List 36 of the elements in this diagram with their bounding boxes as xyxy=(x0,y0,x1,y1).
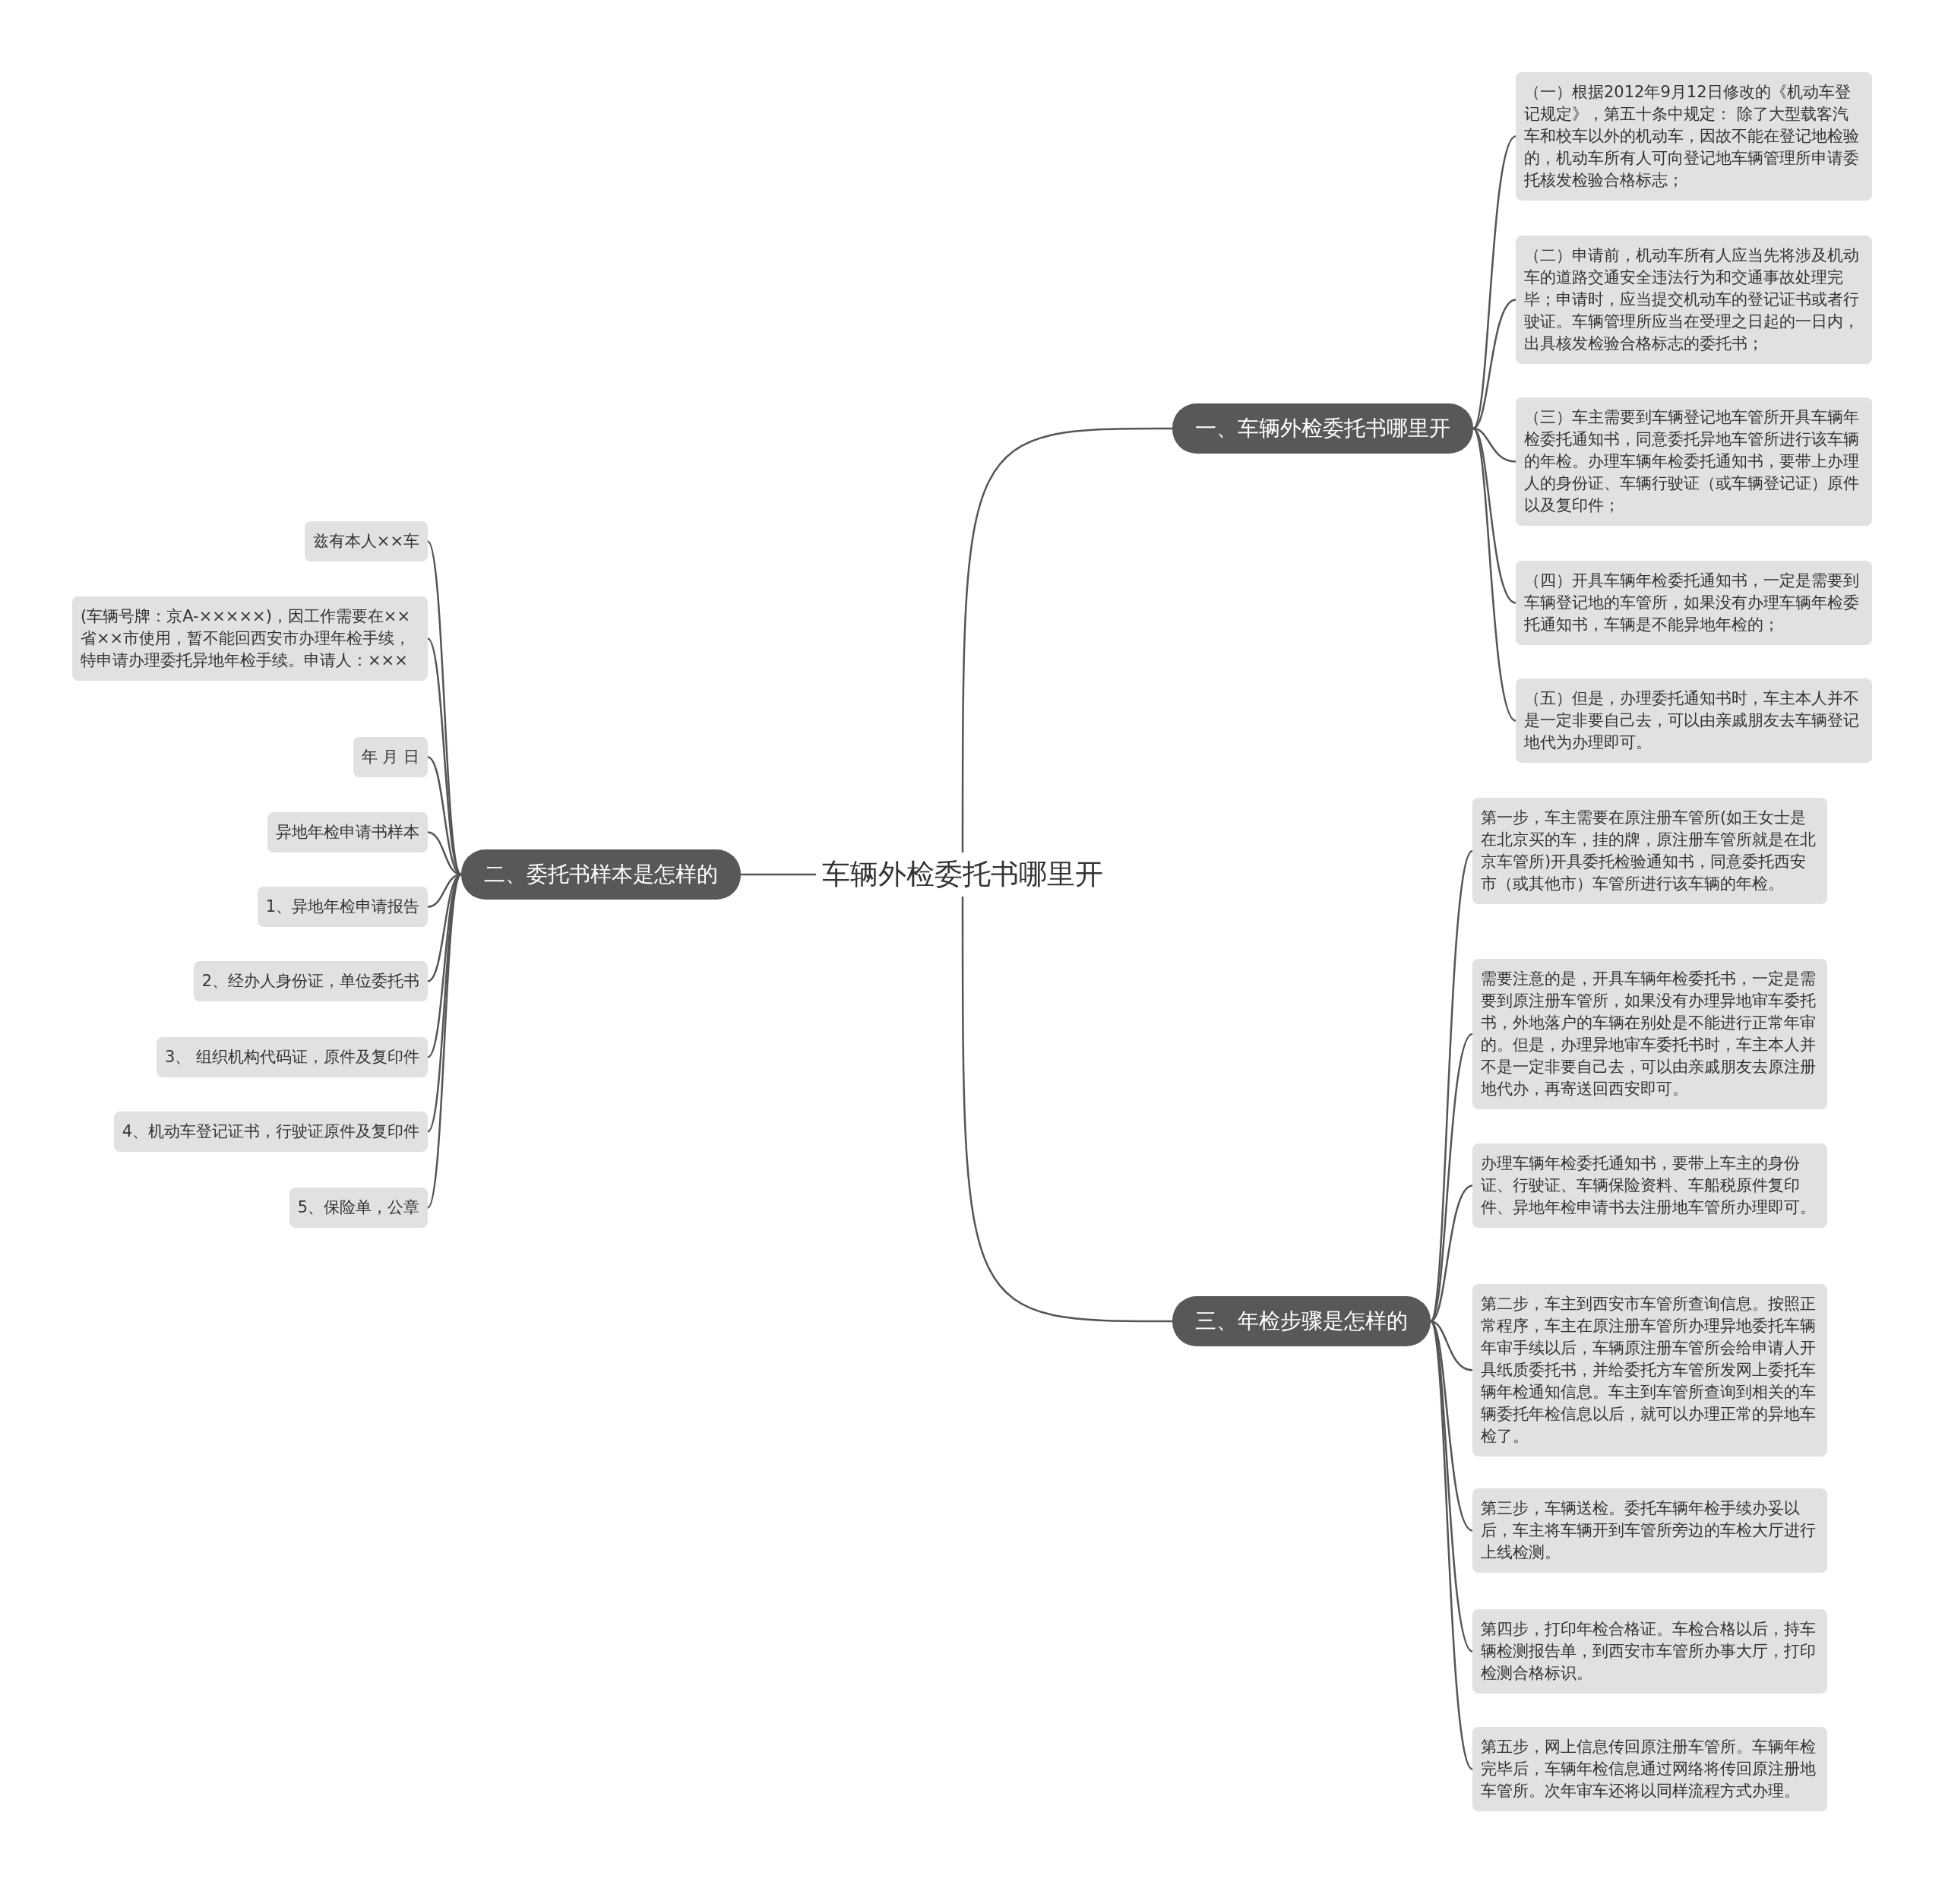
connector-line xyxy=(961,897,1172,1323)
note-box: 兹有本人××车 xyxy=(304,521,428,561)
note-box: 需要注意的是，开具车辆年检委托书，一定是需要到原注册车管所，如果没有办理异地审车委托书，外地落户的车辆在别处是不能进行正常年审的。但是，办理异地审车委托书时，车主本人并不是一定非要自己去，可以由亲戚朋友去原注册地代办，再寄送回西安即可。 xyxy=(1472,959,1827,1109)
branch-topic: 一、车辆外检委托书哪里开 xyxy=(1172,403,1473,454)
note-box: 5、保险单，公章 xyxy=(289,1188,428,1228)
note-box: （二）申请前，机动车所有人应当先将涉及机动车的道路交通安全违法行为和交通事故处理完毕；申请时，应当提交机动车的登记证书或者行驶证。车辆管理所应当在受理之日起的一日内，出具核发检验合格标志的委托书； xyxy=(1516,236,1872,364)
branch-topic: 三、年检步骤是怎样的 xyxy=(1172,1296,1431,1346)
connector-line xyxy=(1472,428,1516,722)
note-box: 第五步，网上信息传回原注册车管所。车辆年检完毕后，车辆年检信息通过网络将传回原注册地车管所。次年审车还将以同样流程方式办理。 xyxy=(1472,1727,1827,1811)
central-topic: 车辆外检委托书哪里开 xyxy=(816,852,1109,897)
branch-topic: 二、委托书样本是怎样的 xyxy=(461,849,741,900)
note-box: 1、异地年检申请报告 xyxy=(257,887,428,927)
note-box: 第一步，车主需要在原注册车管所(如王女士是在北京买的车，挂的牌，原注册车管所就是在北京车管所)开具委托检验通知书，同意委托西安市（或其他市）车管所进行该车辆的年检。 xyxy=(1472,798,1827,904)
note-box: 第四步，打印年检合格证。车检合格以后，持车辆检测报告单，到西安市车管所办事大厅，打印检测合格标识。 xyxy=(1472,1609,1827,1694)
note-box: 异地年检申请书样本 xyxy=(267,812,428,852)
note-box: （三）车主需要到车辆登记地车管所开具车辆年检委托通知书，同意委托异地车管所进行该车辆的年检。办理车辆年检委托通知书，要带上办理人的身份证、车辆行驶证（或车辆登记证）原件以及复印件； xyxy=(1516,397,1872,526)
connector-line xyxy=(426,874,463,1209)
note-box: （五）但是，办理委托通知书时，车主本人并不是一定非要自己去，可以由亲戚朋友去车辆登记地代为办理即可。 xyxy=(1516,678,1872,763)
note-box: (车辆号牌：京A-×××××)，因工作需要在××省××市使用，暂不能回西安市办理年检手续，特申请办理委托异地年检手续。申请人：××× xyxy=(72,596,428,681)
connector-line xyxy=(741,873,816,876)
note-box: 4、机动车登记证书，行驶证原件及复印件 xyxy=(113,1112,428,1152)
note-box: 办理车辆年检委托通知书，要带上车主的身份证、行驶证、车辆保险资料、车船税原件复印件、异地年检申请书去注册地车管所办理即可。 xyxy=(1472,1143,1827,1228)
connector-line xyxy=(1429,1033,1473,1322)
connector-line xyxy=(961,427,1172,852)
note-box: 年 月 日 xyxy=(353,737,428,777)
note-box: 2、经办人身份证，单位委托书 xyxy=(193,961,428,1001)
connector-line xyxy=(427,874,462,1133)
note-box: （四）开具车辆年检委托通知书，一定是需要到车辆登记地的车管所，如果没有办理车辆年检委托通知书，车辆是不能异地年检的； xyxy=(1516,561,1872,645)
note-box: 第三步，车辆送检。委托车辆年检手续办妥以后，车主将车辆开到车管所旁边的车检大厅进行上线检测。 xyxy=(1472,1488,1827,1573)
connector-line xyxy=(1429,1320,1474,1770)
connector-line xyxy=(1472,135,1516,429)
note-box: 第二步，车主到西安市车管所查询信息。按照正常程序，车主在原注册车管所办理异地委托车辆年审手续以后，车辆原注册车管所会给申请人开具纸质委托书，并给委托方车管所发网上委托车辆年检通知信息。车主到车管所查询到相关的车辆委托年检信息以后，就可以办理正常的异地车检了。 xyxy=(1472,1284,1827,1456)
note-box: （一）根据2012年9月12日修改的《机动车登记规定》，第五十条中规定： 除了大型载客汽车和校车以外的机动车，因故不能在登记地检验的，机动车所有人可向登记地车辆管理所申请委托核发检验合格标志； xyxy=(1516,72,1872,201)
connector-line xyxy=(427,637,462,875)
connector-line xyxy=(1429,850,1474,1322)
note-box: 3、 组织机构代码证，原件及复印件 xyxy=(156,1037,428,1077)
